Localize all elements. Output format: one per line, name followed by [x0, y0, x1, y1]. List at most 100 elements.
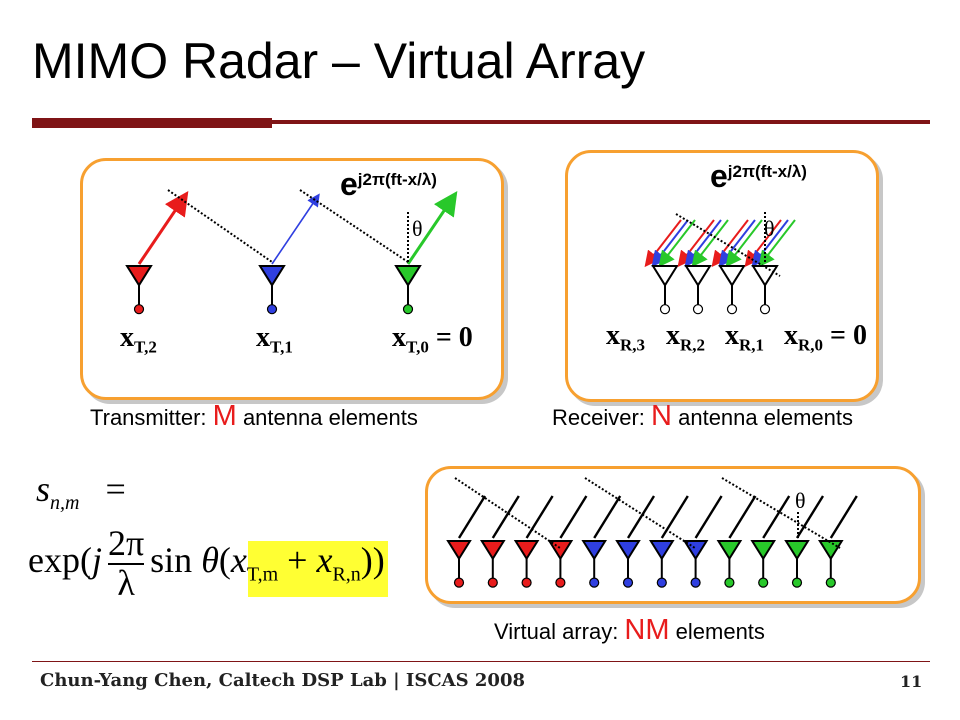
- tx-antenna-1-triangle: [258, 265, 286, 288]
- va-antenna-3-dot: [555, 577, 566, 588]
- va-antenna-5-triangle: [615, 540, 641, 561]
- va-ray-1: [491, 495, 520, 539]
- va-antenna-0-dot: [453, 577, 465, 588]
- tx-wavefront-0: [299, 189, 409, 263]
- va-antenna-11-dot: [825, 577, 836, 588]
- rx-arrow-2-green: [691, 219, 729, 268]
- tx-wave-expression: ej2π(ft-x/λ): [340, 166, 437, 203]
- tx-arrow-0: [406, 191, 458, 265]
- footer-text: Chun-Yang Chen, Caltech DSP Lab | ISCAS …: [40, 670, 525, 691]
- rx-wave-exponent: j2π(ft-x/λ): [727, 161, 807, 181]
- rx-antenna-0-dot: [759, 304, 771, 315]
- tx-theta: θ: [412, 216, 423, 241]
- va-ray-6: [660, 495, 689, 539]
- rx-wave-e: e: [710, 158, 728, 194]
- va-antenna-0-triangle: [446, 540, 472, 561]
- va-antenna-10-dot: [791, 577, 803, 588]
- va-theta: θ: [795, 488, 806, 513]
- transmitter-caption: Transmitter: M antenna elements: [90, 400, 418, 432]
- va-antenna-4-triangle: [581, 540, 608, 561]
- va-antenna-11-triangle: [817, 540, 844, 561]
- rx-label-2: xR,2: [666, 320, 706, 355]
- title-rule-thin: [272, 120, 930, 124]
- va-antenna-6-triangle: [648, 540, 675, 561]
- va-antenna-8-triangle: [716, 540, 743, 561]
- rx-arrow-3-green: [658, 219, 696, 268]
- rx-antenna-0-triangle: [751, 265, 779, 288]
- rx-antenna-2-triangle: [684, 265, 712, 288]
- receiver-array: [644, 212, 796, 315]
- rx-arrow-0-green: [758, 219, 796, 268]
- va-wavefront-red: [454, 477, 561, 549]
- transmitter-panel: [80, 158, 504, 400]
- transmitter-array: [125, 189, 458, 315]
- tx-label-1: xT,1: [256, 322, 293, 357]
- equation-highlight: [248, 541, 388, 597]
- tx-label-2: xT,2: [120, 322, 157, 357]
- rx-arrow-3-red: [644, 219, 682, 268]
- page-title: MIMO Radar – Virtual Array: [32, 33, 646, 89]
- tx-antenna-1-dot: [266, 304, 278, 315]
- equation-lhs: sn,m=: [36, 469, 126, 515]
- va-ray-0: [457, 495, 487, 539]
- tx-antenna-0-triangle: [394, 265, 422, 288]
- va-antenna-9-triangle: [750, 540, 777, 561]
- page-number: 11: [900, 672, 923, 691]
- va-antenna-2-dot: [521, 577, 532, 588]
- va-ray-3: [559, 495, 588, 539]
- rx-arrow-1-green: [725, 219, 763, 268]
- va-antenna-10-triangle: [784, 540, 810, 561]
- rx-wavefront: [675, 213, 781, 277]
- tx-arrow-2: [137, 191, 189, 265]
- tx-arrow-1: [271, 193, 320, 265]
- tx-antenna-2-dot: [133, 304, 145, 315]
- tx-wavefront-1: [167, 189, 273, 263]
- rx-label-1: xR,1: [725, 320, 765, 355]
- rx-antenna-1-dot: [726, 304, 738, 315]
- va-antenna-4-dot: [589, 577, 600, 588]
- tx-antenna-2-triangle: [125, 265, 153, 288]
- va-ray-10: [795, 495, 825, 539]
- va-antenna-8-dot: [724, 577, 735, 588]
- rx-label-3: xR,3: [606, 320, 646, 355]
- va-ray-5: [626, 495, 656, 539]
- va-ray-9: [762, 495, 791, 539]
- tx-antenna-0-dot: [402, 304, 414, 315]
- virtual-array-caption: Virtual array: NM elements: [494, 614, 765, 646]
- rx-arrow-2-blue: [684, 219, 722, 268]
- receiver-panel: [565, 150, 879, 402]
- va-antenna-9-dot: [758, 577, 769, 588]
- rx-arrow-1-red: [711, 219, 749, 268]
- va-antenna-7-triangle: [682, 540, 709, 561]
- va-ray-2: [525, 495, 554, 539]
- va-antenna-6-dot: [656, 577, 667, 588]
- rx-wave-expression: ej2π(ft-x/λ): [710, 158, 807, 195]
- va-antenna-7-dot: [690, 577, 701, 588]
- va-ray-11: [829, 495, 858, 539]
- va-wavefront-green: [721, 477, 841, 549]
- va-ray-8: [728, 495, 757, 539]
- rx-antenna-3-dot: [659, 304, 671, 315]
- va-wavefront-blue: [584, 477, 696, 549]
- rx-theta: θ: [764, 216, 775, 241]
- tx-wave-exponent: j2π(ft-x/λ): [357, 169, 437, 189]
- tx-wave-e: e: [340, 166, 358, 202]
- va-antenna-1-triangle: [479, 540, 506, 561]
- va-antenna-5-dot: [622, 577, 634, 588]
- title-rule-thick: [32, 118, 272, 128]
- receiver-caption: Receiver: N antenna elements: [552, 400, 854, 432]
- va-ray-7: [694, 495, 723, 539]
- va-antenna-2-triangle: [513, 540, 540, 561]
- va-ray-4: [593, 495, 622, 539]
- tx-label-0: xT,0 = 0: [392, 322, 473, 357]
- virtual-array: [446, 477, 858, 588]
- footer-rule: [32, 661, 930, 662]
- va-antenna-1-dot: [487, 577, 498, 588]
- rx-antenna-1-triangle: [718, 265, 746, 288]
- rx-arrow-3-blue: [651, 219, 689, 268]
- rx-label-0: xR,0 = 0: [784, 320, 867, 355]
- rx-antenna-3-triangle: [651, 265, 679, 288]
